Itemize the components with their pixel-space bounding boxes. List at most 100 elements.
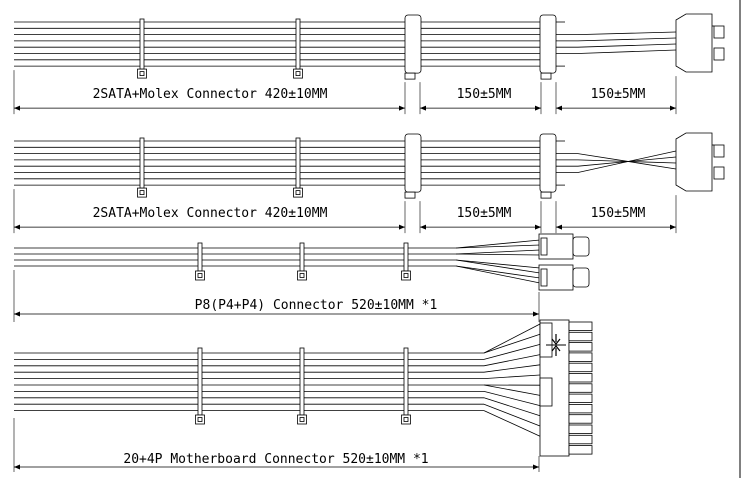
wire-fanout	[483, 364, 541, 373]
wire-fanout	[455, 265, 541, 284]
atx-pin	[568, 414, 593, 424]
wire-fanout	[483, 374, 541, 379]
wire-fanout	[483, 333, 541, 354]
sata2-seg3-label: 150±5MM	[591, 206, 646, 221]
wire-fanout	[551, 159, 677, 164]
wire-fanout	[483, 354, 541, 367]
connector-sleeve	[539, 133, 557, 193]
p4-pin-block	[572, 267, 590, 288]
dimension-arrowhead	[14, 224, 20, 230]
wire-fanout	[551, 37, 677, 42]
wire-fanout	[455, 253, 541, 256]
wire-fanout	[455, 265, 541, 279]
p8-cable	[13, 233, 590, 322]
dimension-arrowhead	[14, 105, 20, 111]
atx-pin	[568, 352, 593, 362]
dimension-arrowhead	[533, 311, 539, 317]
atx-latch	[539, 377, 553, 407]
cable-tie-lock	[293, 187, 303, 198]
cable-tie-lock	[401, 270, 411, 281]
motherboard-cable	[13, 319, 593, 472]
wire-fanout	[483, 397, 541, 417]
wire-fanout	[455, 249, 541, 255]
cable-tie-hole	[299, 417, 305, 422]
cable-tie-hole	[139, 190, 145, 196]
wire-fanout	[483, 391, 541, 406]
atx-pin	[568, 393, 593, 404]
connector-sleeve	[539, 14, 557, 74]
wire-fanout	[483, 323, 541, 354]
connector-sleeve	[404, 133, 422, 193]
cable-tie	[197, 347, 203, 416]
p4-latch	[540, 268, 548, 287]
dimension-arrowhead	[399, 224, 405, 230]
wire-fanout	[455, 239, 541, 249]
molex-connector	[675, 132, 713, 192]
cable-tie-hole	[295, 190, 301, 196]
atx-pin	[568, 445, 593, 455]
cable-tie-hole	[139, 71, 145, 76]
cable-tie-lock	[195, 270, 205, 281]
sata1-seg2-label: 150±5MM	[457, 87, 512, 102]
cable-tie-lock	[297, 414, 307, 425]
cable-tie	[403, 347, 409, 416]
cable-tie	[295, 137, 301, 189]
wire-fanout	[483, 384, 541, 396]
dimension-arrowhead	[399, 105, 405, 111]
wire-fanout	[551, 49, 677, 54]
dimension-arrowhead	[670, 105, 676, 111]
cable-tie-lock	[401, 414, 411, 425]
cable-tie	[295, 18, 301, 70]
sata-latch	[540, 72, 552, 80]
dimension-arrowhead	[670, 224, 676, 230]
wire-fanout	[483, 403, 541, 427]
dimension-arrowhead	[14, 464, 20, 470]
cable-tie-hole	[197, 417, 203, 422]
molex-pin	[713, 144, 725, 158]
split-arrow-up	[551, 345, 561, 356]
connector-sleeve	[404, 14, 422, 74]
cable-tie-lock	[195, 414, 205, 425]
wire-fanout	[483, 410, 541, 437]
sata2-length-label: 2SATA+Molex Connector 420±10MM	[93, 206, 328, 221]
atx-pin	[568, 331, 593, 342]
cable-tie-hole	[403, 417, 409, 422]
cable-tie-lock	[297, 270, 307, 281]
cable-tie	[299, 347, 305, 416]
dimension-arrowhead	[420, 105, 426, 111]
sata1-seg3-label: 150±5MM	[591, 87, 646, 102]
wire-fanout	[551, 150, 677, 173]
dimension-arrowhead	[14, 311, 20, 317]
cable-tie-lock	[137, 68, 147, 79]
p4-pin-block	[572, 236, 590, 257]
atx-pin	[568, 342, 593, 352]
dimension-arrowhead	[535, 224, 541, 230]
atx-latch	[539, 322, 553, 358]
atx-pin	[568, 424, 593, 434]
atx-pin	[568, 321, 593, 331]
atx-pin	[568, 383, 593, 393]
atx-pin	[568, 434, 593, 445]
p8-length-label: P8(P4+P4) Connector 520±10MM *1	[195, 298, 438, 313]
molex-pin	[713, 25, 725, 39]
cable-tie	[299, 242, 305, 272]
cable-tie-hole	[295, 71, 301, 76]
wire-fanout	[551, 43, 677, 48]
cable-tie-lock	[137, 187, 147, 198]
sata-latch	[540, 191, 552, 199]
mb-length-label: 20+4P Motherboard Connector 520±10MM *1	[123, 452, 428, 467]
cable-tie	[139, 18, 145, 70]
atx-pin	[568, 373, 593, 383]
sata-molex-cable-2	[13, 132, 725, 234]
p4-latch	[540, 237, 548, 256]
wire-fanout	[483, 344, 541, 360]
wire-fanout	[551, 156, 677, 167]
dimension-arrowhead	[556, 224, 562, 230]
wire-fanout	[551, 31, 677, 35]
cable-tie-hole	[403, 273, 409, 278]
molex-connector	[675, 13, 713, 73]
dimension-arrowhead	[533, 464, 539, 470]
cable-tie-lock	[293, 68, 303, 79]
cable-tie-hole	[197, 273, 203, 278]
